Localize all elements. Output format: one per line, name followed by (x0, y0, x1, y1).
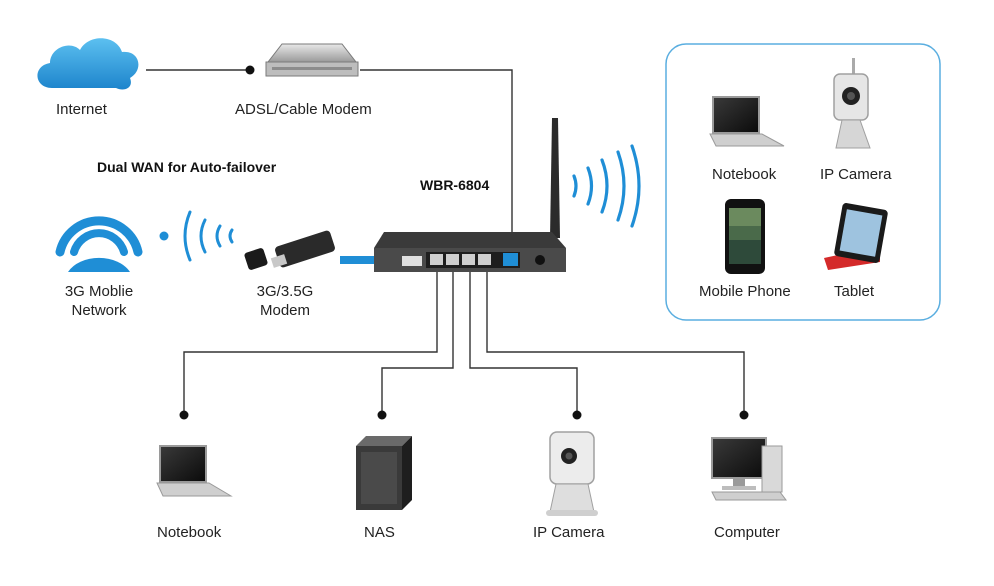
nas-label: NAS (364, 524, 395, 541)
wireless-notebook-icon (709, 96, 785, 147)
wifi-signal-waves-icon (572, 144, 641, 228)
3g-network-label-line1: 3G Moblie (64, 283, 134, 300)
3g-network-label: 3G Moblie Network (56, 282, 142, 320)
router-to-nas-line (381, 266, 454, 415)
junction-dot-modem (245, 65, 255, 75)
wireless-ip-camera-icon (833, 58, 871, 149)
tablet-label: Tablet (834, 283, 875, 300)
adsl-modem-icon (265, 43, 359, 77)
dual-wan-label: Dual WAN for Auto-failover (97, 159, 277, 175)
wireless-devices-panel (665, 43, 941, 321)
nas-icon (356, 436, 412, 510)
adsl-modem-label: ADSL/Cable Modem (235, 101, 372, 118)
mobile-phone-label: Mobile Phone (699, 283, 791, 300)
usb-modem-icon (244, 230, 335, 270)
3g-modem-label-line2: Modem (259, 302, 311, 319)
mobile-phone-icon (725, 199, 765, 274)
3g-modem-label: 3G/3.5G Modem (250, 282, 320, 320)
internet-label: Internet (56, 101, 107, 118)
junction-dot-ipcamera (572, 410, 582, 420)
cloud-icon (37, 38, 139, 90)
lan-ip-camera-icon (546, 431, 598, 516)
router-to-notebook-line (183, 266, 438, 415)
wireless-notebook-label: Notebook (712, 166, 777, 183)
router-model-label: WBR-6804 (420, 177, 490, 193)
router-to-ipcamera-line (469, 266, 578, 415)
3g-network-icon (55, 216, 169, 272)
3g-network-label-line2: Network (71, 302, 127, 319)
lan-notebook-icon (156, 445, 233, 497)
junction-dot-computer (739, 410, 749, 420)
router-icon (374, 118, 566, 272)
junction-dot-notebook (179, 410, 189, 420)
3g-modem-label-line1: 3G/3.5G (256, 283, 314, 300)
3g-signal-waves-icon (183, 210, 234, 262)
computer-icon (711, 437, 787, 501)
tablet-icon (824, 203, 888, 270)
lan-ip-camera-label: IP Camera (533, 524, 605, 541)
junction-dot-nas (377, 410, 387, 420)
modem-to-router-line (360, 69, 513, 262)
lan-notebook-label: Notebook (157, 524, 222, 541)
wireless-ip-camera-label: IP Camera (820, 166, 892, 183)
connection-lines (146, 69, 745, 415)
router-to-computer-line (486, 266, 745, 415)
computer-label: Computer (714, 524, 780, 541)
